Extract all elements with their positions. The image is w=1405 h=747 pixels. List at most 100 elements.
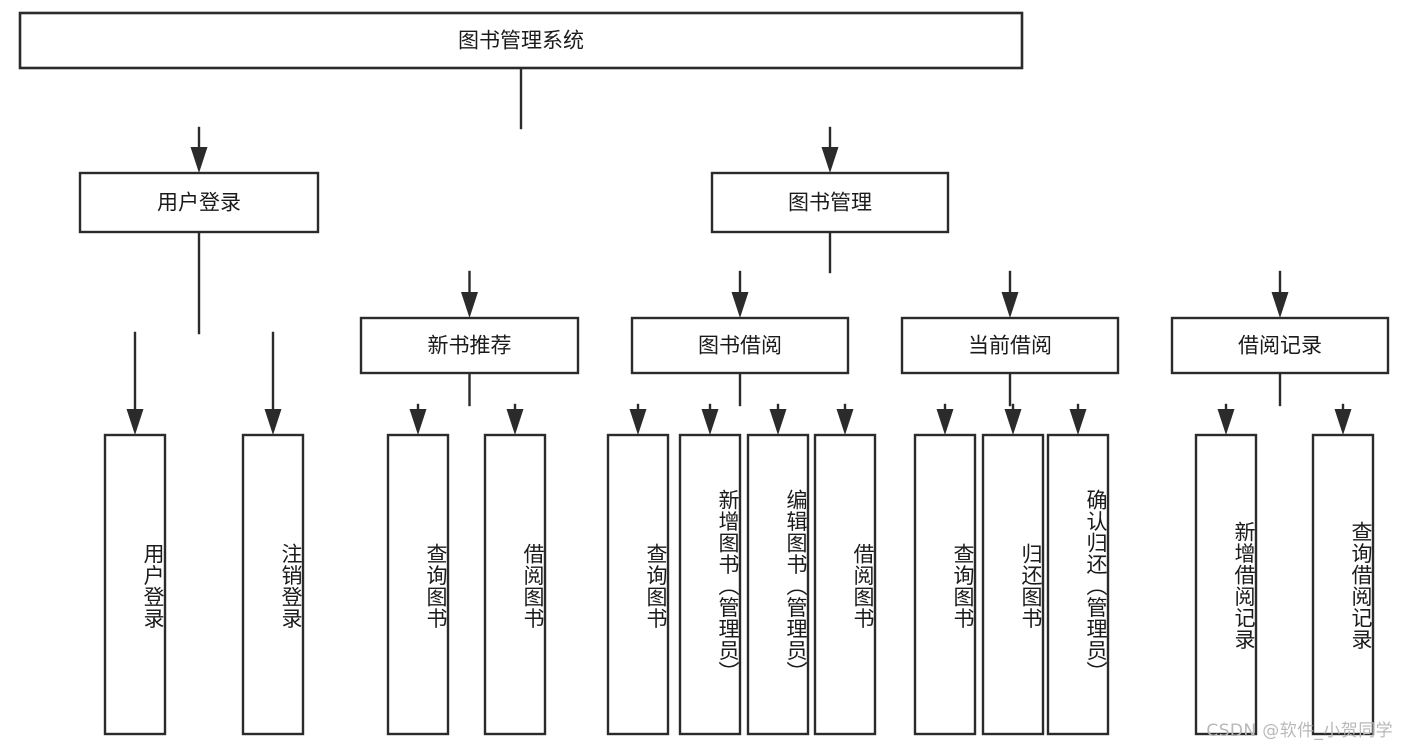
node-label-leaf-query-book-current: 查询图书 bbox=[951, 542, 974, 629]
node-label-current-borrow: 当前借阅 bbox=[968, 334, 1052, 358]
node-book-borrow[interactable]: 图书借阅 bbox=[630, 316, 850, 375]
node-label-wrapper-leaf-logout: 注销登录 bbox=[279, 543, 302, 629]
node-label-leaf-query-book-recommend: 查询图书 bbox=[424, 542, 447, 629]
edge-group-borrow-record bbox=[1218, 373, 1352, 435]
node-leaf-return-book[interactable]: 归还图书 bbox=[981, 433, 1045, 736]
node-label-wrapper-leaf-query-book-borrow: 查询图书 bbox=[644, 542, 667, 629]
node-box-leaf-edit-book[interactable] bbox=[746, 433, 810, 736]
arrow-head-icon bbox=[461, 292, 478, 318]
arrow-head-icon bbox=[701, 409, 719, 435]
node-leaf-edit-book[interactable]: 编辑图书（管理员） bbox=[746, 433, 810, 736]
node-book-manage[interactable]: 图书管理 bbox=[710, 171, 950, 234]
node-root[interactable]: 图书管理系统 bbox=[18, 11, 1024, 70]
node-box-current-borrow[interactable] bbox=[900, 316, 1120, 375]
node-box-book-borrow[interactable] bbox=[630, 316, 850, 375]
edge-group-book-borrow bbox=[630, 373, 854, 435]
node-label-wrapper-leaf-borrow-book-recommend: 借阅图书 bbox=[521, 542, 544, 629]
node-label-wrapper-leaf-add-book: 新增图书（管理员） bbox=[716, 488, 739, 683]
arrow-head-icon bbox=[629, 409, 647, 435]
node-box-leaf-logout[interactable] bbox=[241, 433, 305, 736]
node-label-leaf-add-book: 新增图书（管理员） bbox=[716, 488, 739, 683]
node-borrow-record[interactable]: 借阅记录 bbox=[1170, 316, 1390, 375]
node-label-leaf-add-borrow-record: 新增借阅记录 bbox=[1232, 521, 1255, 650]
node-label-leaf-query-book-borrow: 查询图书 bbox=[644, 542, 667, 629]
arrow-head-icon bbox=[1069, 409, 1087, 435]
node-label-leaf-confirm-return: 确认归还（管理员） bbox=[1084, 488, 1107, 683]
node-leaf-query-book-recommend[interactable]: 查询图书 bbox=[386, 433, 450, 736]
node-box-leaf-return-book[interactable] bbox=[981, 433, 1045, 736]
edge-layer bbox=[127, 68, 1352, 435]
node-box-leaf-add-book[interactable] bbox=[678, 433, 742, 736]
node-label-root: 图书管理系统 bbox=[458, 29, 584, 53]
node-label-wrapper-leaf-add-borrow-record: 新增借阅记录 bbox=[1232, 521, 1255, 650]
node-box-leaf-query-book-recommend[interactable] bbox=[386, 433, 450, 736]
node-leaf-query-borrow-record[interactable]: 查询借阅记录 bbox=[1311, 433, 1375, 736]
arrow-head-icon bbox=[1217, 409, 1235, 435]
node-label-new-book-recommend: 新书推荐 bbox=[428, 334, 512, 358]
node-leaf-add-book[interactable]: 新增图书（管理员） bbox=[678, 433, 742, 736]
arrow-head-icon bbox=[821, 147, 839, 173]
arrow-head-icon bbox=[1334, 409, 1352, 435]
node-box-user-login[interactable] bbox=[78, 171, 320, 234]
edge-group-root bbox=[191, 68, 839, 173]
node-label-wrapper-leaf-borrow-book: 借阅图书 bbox=[851, 542, 874, 629]
node-label-wrapper-leaf-return-book: 归还图书 bbox=[1019, 542, 1042, 629]
node-box-leaf-query-borrow-record[interactable] bbox=[1311, 433, 1375, 736]
node-label-borrow-record: 借阅记录 bbox=[1238, 334, 1322, 358]
node-label-book-manage: 图书管理 bbox=[788, 191, 872, 215]
node-leaf-query-book-current[interactable]: 查询图书 bbox=[913, 433, 977, 736]
node-leaf-logout[interactable]: 注销登录 bbox=[241, 433, 305, 736]
node-box-root[interactable] bbox=[18, 11, 1024, 70]
arrow-head-icon bbox=[836, 409, 854, 435]
edge-group-current-borrow bbox=[937, 373, 1087, 435]
arrow-head-icon bbox=[1001, 292, 1019, 318]
arrow-head-icon bbox=[769, 409, 787, 435]
node-box-borrow-record[interactable] bbox=[1170, 316, 1390, 375]
node-box-new-book-recommend[interactable] bbox=[359, 316, 580, 375]
node-leaf-confirm-return[interactable]: 确认归还（管理员） bbox=[1046, 433, 1110, 736]
node-label-leaf-return-book: 归还图书 bbox=[1019, 542, 1042, 629]
node-label-user-login: 用户登录 bbox=[157, 191, 241, 215]
node-label-leaf-user-login: 用户登录 bbox=[141, 542, 164, 629]
node-label-wrapper-leaf-user-login: 用户登录 bbox=[141, 542, 164, 629]
node-box-book-manage[interactable] bbox=[710, 171, 950, 234]
node-box-leaf-confirm-return[interactable] bbox=[1046, 433, 1110, 736]
node-label-wrapper-leaf-query-borrow-record: 查询借阅记录 bbox=[1349, 521, 1372, 650]
node-label-wrapper-leaf-confirm-return: 确认归还（管理员） bbox=[1084, 488, 1107, 683]
arrow-head-icon bbox=[190, 147, 208, 173]
node-box-leaf-user-login[interactable] bbox=[103, 433, 167, 736]
arrow-head-icon bbox=[506, 409, 524, 435]
node-current-borrow[interactable]: 当前借阅 bbox=[900, 316, 1120, 375]
node-label-wrapper-leaf-query-book-current: 查询图书 bbox=[951, 542, 974, 629]
node-new-book-recommend[interactable]: 新书推荐 bbox=[359, 316, 580, 375]
arrow-head-icon bbox=[264, 409, 282, 435]
node-leaf-query-book-borrow[interactable]: 查询图书 bbox=[606, 433, 670, 736]
node-label-leaf-edit-book: 编辑图书（管理员） bbox=[784, 488, 807, 683]
node-leaf-add-borrow-record[interactable]: 新增借阅记录 bbox=[1194, 433, 1258, 736]
node-leaf-user-login[interactable]: 用户登录 bbox=[103, 433, 167, 736]
arrow-head-icon bbox=[731, 292, 749, 318]
node-label-book-borrow: 图书借阅 bbox=[698, 334, 782, 358]
arrow-head-icon bbox=[126, 409, 144, 435]
node-label-wrapper-leaf-query-book-recommend: 查询图书 bbox=[424, 542, 447, 629]
node-label-leaf-borrow-book-recommend: 借阅图书 bbox=[521, 542, 544, 629]
node-label-wrapper-leaf-edit-book: 编辑图书（管理员） bbox=[784, 488, 807, 683]
node-leaf-borrow-book-recommend[interactable]: 借阅图书 bbox=[483, 433, 547, 736]
node-label-leaf-query-borrow-record: 查询借阅记录 bbox=[1349, 521, 1372, 650]
node-box-leaf-borrow-book-recommend[interactable] bbox=[483, 433, 547, 736]
arrow-head-icon bbox=[1004, 409, 1022, 435]
node-label-leaf-borrow-book: 借阅图书 bbox=[851, 542, 874, 629]
arrow-head-icon bbox=[1271, 292, 1289, 318]
node-user-login[interactable]: 用户登录 bbox=[78, 171, 320, 234]
node-leaf-borrow-book[interactable]: 借阅图书 bbox=[813, 433, 877, 736]
edge-group-book-manage bbox=[461, 232, 1289, 318]
arrow-head-icon bbox=[936, 409, 954, 435]
node-box-leaf-query-book-current[interactable] bbox=[913, 433, 977, 736]
node-box-leaf-query-book-borrow[interactable] bbox=[606, 433, 670, 736]
edge-group-new-book-recommend bbox=[410, 373, 524, 435]
node-box-leaf-add-borrow-record[interactable] bbox=[1194, 433, 1258, 736]
node-layer: 图书管理系统用户登录图书管理新书推荐图书借阅当前借阅借阅记录用户登录注销登录查询… bbox=[18, 11, 1390, 736]
node-box-leaf-borrow-book[interactable] bbox=[813, 433, 877, 736]
